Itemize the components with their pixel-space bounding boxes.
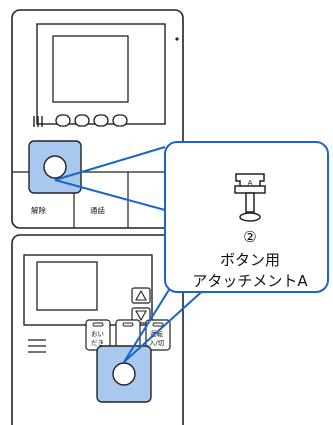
round-button-1[interactable]	[55, 114, 71, 127]
bottom-speaker-grille	[28, 339, 46, 353]
reheat-label-line2: だき	[91, 339, 104, 347]
attachment-knob-bottom	[112, 362, 136, 386]
down-arrow-icon	[135, 310, 147, 322]
attachment-part-icon	[234, 173, 266, 222]
part-marking: A	[248, 179, 253, 187]
bottom-room-unit: おい だき 運転 入/切	[11, 234, 184, 425]
bottom-display	[36, 261, 98, 311]
callout-title-line1: ボタン用	[220, 251, 280, 269]
callout-title-line2: アタッチメントA	[192, 272, 308, 290]
camera-dot	[175, 37, 179, 41]
speaker-grille	[33, 116, 43, 127]
callout-number: ②	[243, 228, 256, 246]
round-button-4[interactable]	[112, 114, 128, 127]
reheat-label-line1: おい	[91, 330, 104, 338]
top-screen-display	[52, 35, 129, 103]
up-arrow-icon	[135, 289, 147, 301]
round-button-2[interactable]	[74, 114, 90, 127]
power-label-line2: 入/切	[149, 339, 165, 347]
talk-button-label: 通話	[90, 205, 105, 215]
round-buttons	[55, 114, 128, 127]
release-button-label: 解除	[31, 205, 46, 215]
attachment-knob-top	[43, 155, 67, 179]
round-button-3[interactable]	[93, 114, 109, 127]
top-intercom-unit: 解除 通話	[11, 9, 184, 229]
callout-leaders	[54, 146, 209, 363]
bottom-button-1[interactable]: おい だき	[85, 319, 111, 351]
